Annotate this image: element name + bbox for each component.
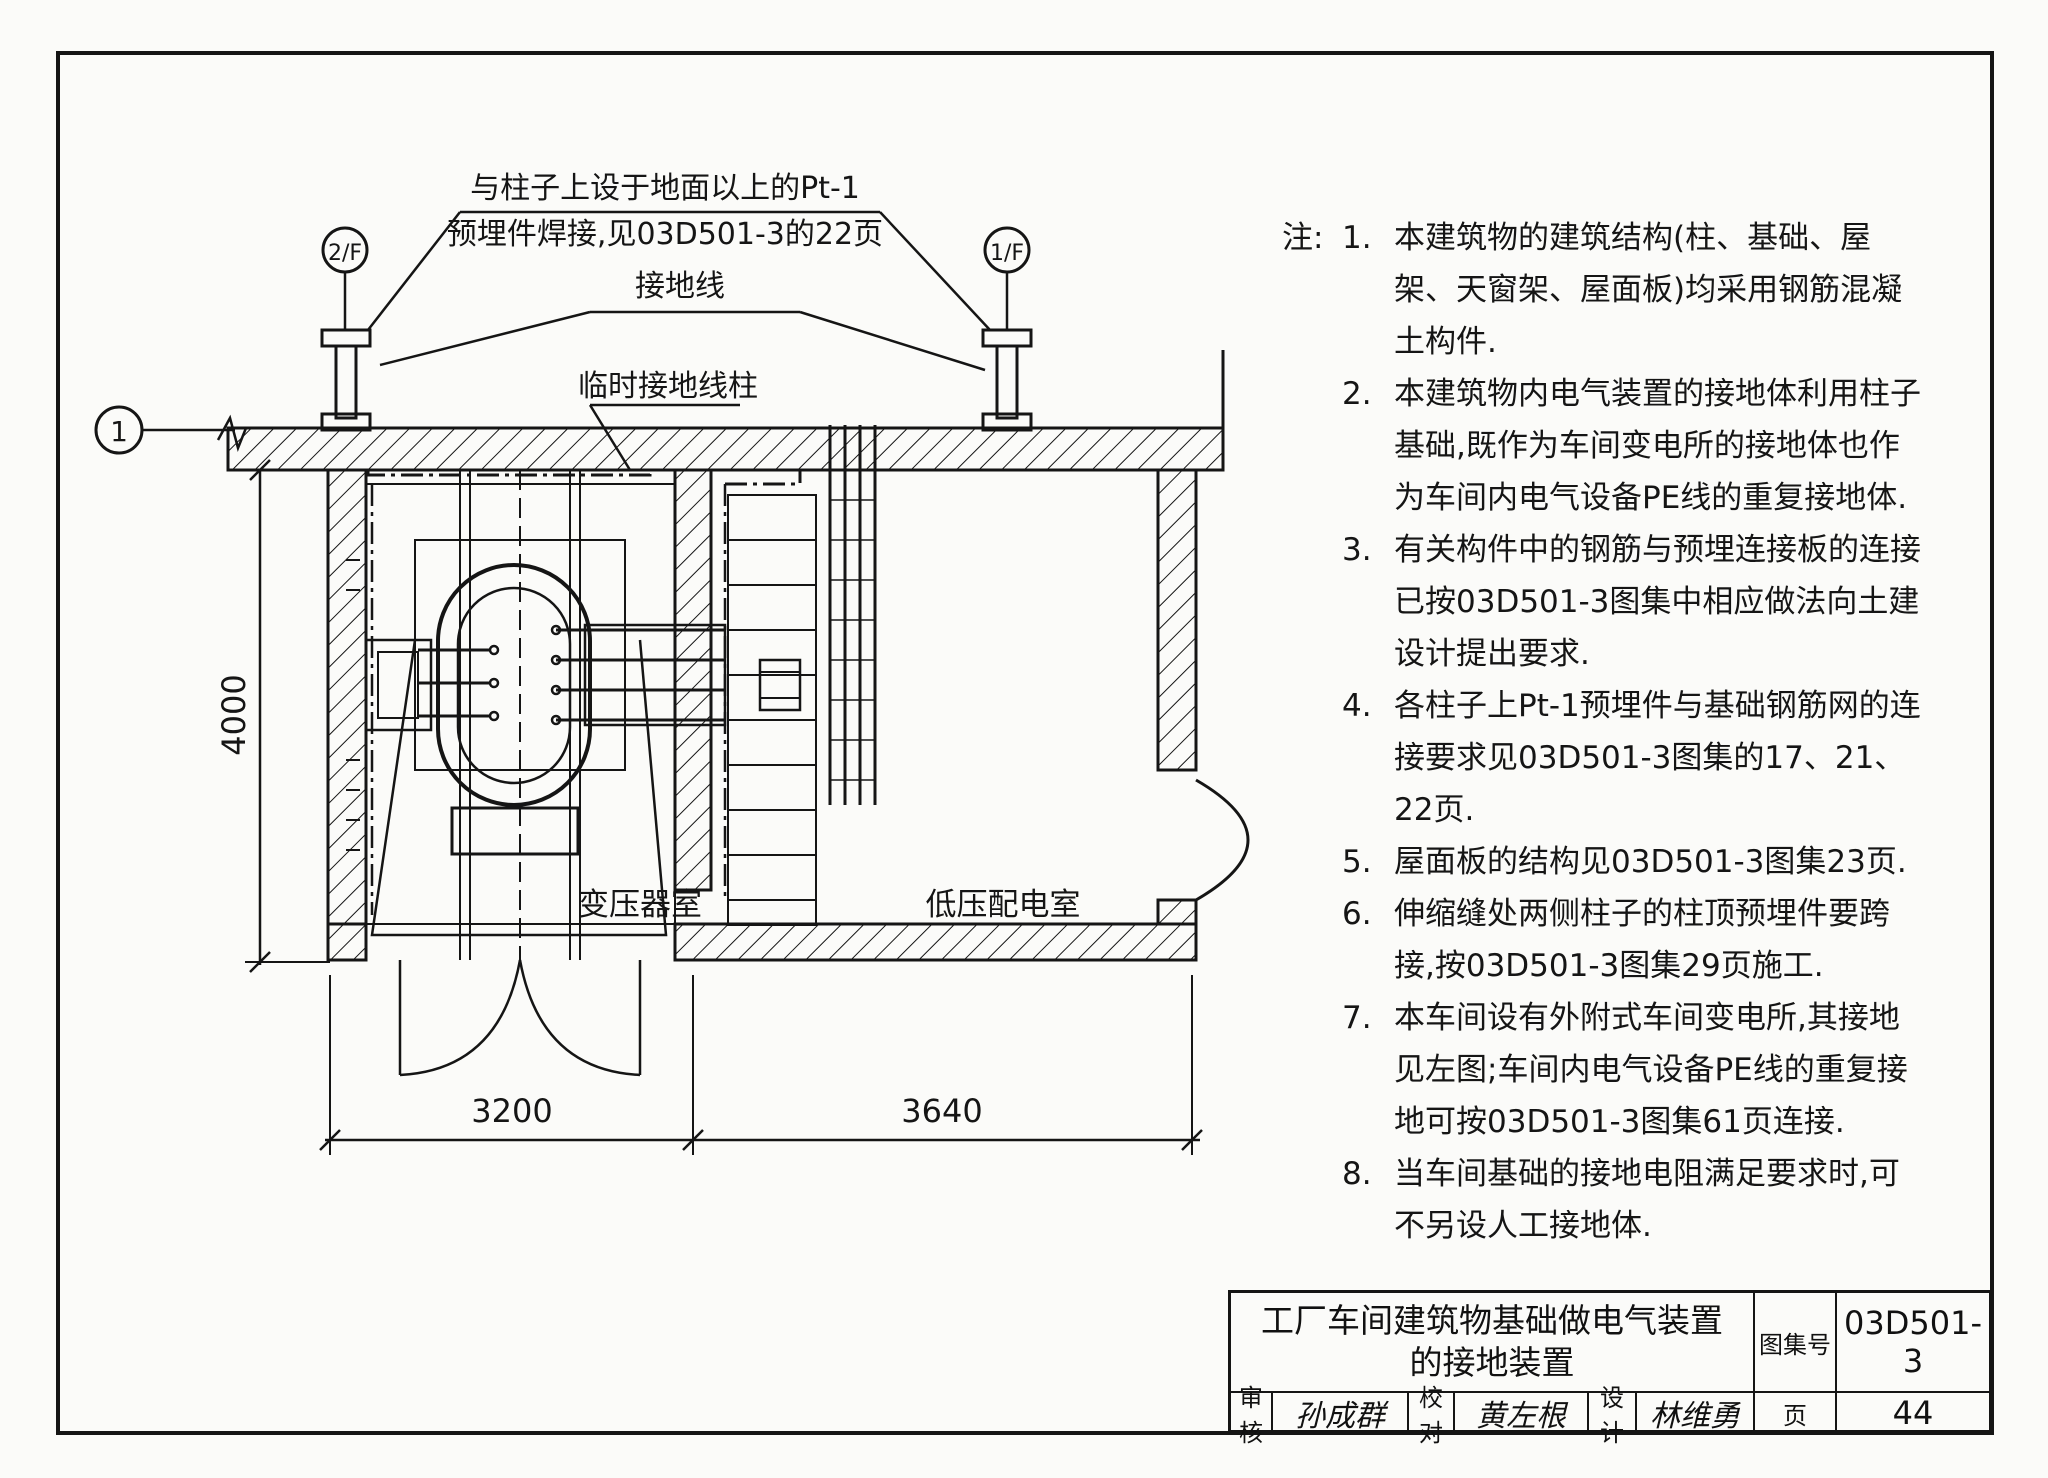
dimension-height: 4000: [215, 674, 253, 755]
transformer-equipment: [346, 470, 727, 960]
dimension-lines: [245, 459, 1203, 1155]
axis-1-label: 1: [110, 415, 128, 448]
columns: [320, 328, 1033, 432]
atlas-label: 图集号: [1755, 1293, 1837, 1393]
note-item: 2.本建筑物内电气装置的接地体利用柱子基础,既作为车间变电所的接地体也作为车间内…: [1342, 376, 1921, 516]
notes-section: 注: 1.本建筑物的建筑结构(柱、基础、屋架、天窗架、屋面板)均采用钢筋混凝土构…: [1282, 212, 1922, 1252]
building-walls: [226, 350, 1250, 962]
note-item: 8.当车间基础的接地电阻满足要求时,可不另设人工接地体.: [1342, 1156, 1900, 1244]
callout-embed-line2: 预埋件焊接,见03D501-3的22页: [447, 217, 883, 252]
callout-temp-post: 临时接地线柱: [578, 369, 758, 404]
check-label: 校对: [1409, 1384, 1455, 1447]
check-signature: 黄左根: [1455, 1393, 1589, 1434]
design-label: 设计: [1589, 1384, 1637, 1447]
axis-1F-label: 1/F: [990, 241, 1024, 266]
lv-room-equipment: [727, 425, 877, 926]
notes-prefix: 注:: [1282, 220, 1324, 256]
atlas-number: 03D501-3: [1837, 1293, 1989, 1393]
drawing-frame: [56, 51, 1994, 1435]
page-number: 44: [1892, 1394, 1934, 1432]
design-signature: 林维勇: [1637, 1393, 1755, 1434]
callout-ground-wire: 接地线: [635, 269, 725, 304]
note-item: 3.有关构件中的钢筋与预埋连接板的连接已按03D501-3图集中相应做法向土建设…: [1342, 532, 1921, 672]
lv-room-label: 低压配电室: [926, 887, 1081, 923]
note-item: 6.伸缩缝处两侧柱子的柱顶预埋件要跨接,按03D501-3图集29页施工.: [1342, 896, 1890, 984]
review-label: 审核: [1231, 1384, 1273, 1447]
note-item: 1.本建筑物的建筑结构(柱、基础、屋架、天窗架、屋面板)均采用钢筋混凝土构件.: [1342, 220, 1903, 360]
note-item: 7.本车间设有外附式车间变电所,其接地见左图;车间内电气设备PE线的重复接地可按…: [1342, 1000, 1908, 1140]
note-item: 5.屋面板的结构见03D501-3图集23页.: [1342, 844, 1907, 880]
axis-markers: 2/F 1/F 1: [94, 226, 1031, 455]
callout-embed-line1: 与柱子上设于地面以上的Pt-1: [470, 171, 860, 206]
review-signature: 孙成群: [1273, 1393, 1409, 1434]
dimension-width-left: 3200: [471, 1092, 552, 1130]
axis-2F-label: 2/F: [328, 241, 362, 266]
note-item: 4.各柱子上Pt-1预埋件与基础钢筋网的连接要求见03D501-3图集的17、2…: [1342, 688, 1921, 828]
page-label: 页: [1755, 1393, 1837, 1433]
drawing-title: 工厂车间建筑物基础做电气装置 的接地装置: [1231, 1293, 1755, 1393]
double-door: [398, 959, 642, 1077]
callout-leaders: [367, 210, 991, 471]
title-block: 工厂车间建筑物基础做电气装置 的接地装置 图集号 03D501-3 审核 孙成群…: [1228, 1290, 1992, 1447]
transformer-room-label: 变压器室: [578, 887, 702, 923]
dimension-width-right: 3640: [901, 1092, 982, 1130]
